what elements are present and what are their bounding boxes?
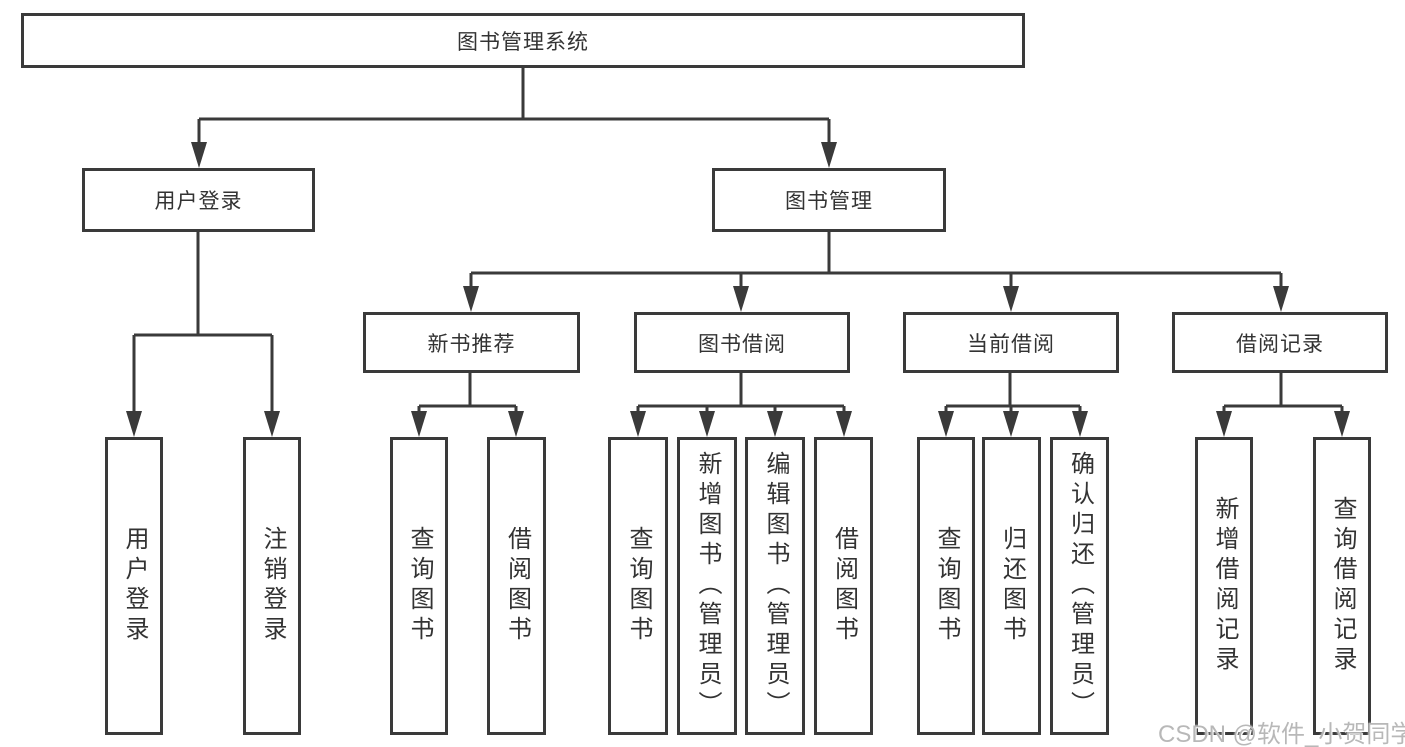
leaf-label: 查询借阅记录	[1329, 496, 1356, 676]
node-new-book-recommendation: 新书推荐	[363, 312, 580, 373]
leaf-label: 编辑图书（管理员）	[762, 451, 789, 721]
leaf-label: 借阅图书	[830, 526, 858, 646]
arrowhead	[767, 411, 783, 437]
arrowhead	[264, 411, 280, 437]
leaf-current-return-books: 归还图书	[982, 437, 1041, 735]
leaf-label: 查询图书	[933, 526, 960, 646]
edge-book-borrow-to-leaves	[636, 373, 846, 415]
arrowhead	[508, 411, 524, 437]
arrowhead	[699, 411, 715, 437]
leaf-borrow-query-books: 查询图书	[608, 437, 668, 735]
leaf-newrec-query-books: 查询图书	[390, 437, 448, 735]
leaf-borrow-edit-books-admin: 编辑图书（管理员）	[745, 437, 805, 735]
arrowhead	[463, 286, 479, 312]
arrowhead	[1003, 286, 1019, 312]
arrowhead	[733, 286, 749, 312]
edge-book-mgmt-to-level3	[469, 232, 1283, 290]
arrowhead	[1216, 411, 1232, 437]
edge-user-login-to-leaves	[132, 232, 274, 415]
arrowhead	[126, 411, 142, 437]
leaf-borrow-borrow-books: 借阅图书	[814, 437, 873, 735]
arrowhead	[630, 411, 646, 437]
leaf-label: 注销登录	[259, 526, 286, 646]
leaf-records-add-record: 新增借阅记录	[1195, 437, 1253, 735]
arrowhead	[1003, 411, 1019, 437]
arrowhead	[191, 142, 207, 168]
leaf-label: 查询图书	[625, 526, 652, 646]
arrowhead	[1334, 411, 1350, 437]
leaf-user-login: 用户登录	[105, 437, 163, 735]
leaf-current-confirm-return-admin: 确认归还（管理员）	[1050, 437, 1109, 735]
leaf-borrow-add-books-admin: 新增图书（管理员）	[677, 437, 737, 735]
leaf-label: 归还图书	[998, 526, 1026, 646]
leaf-logout: 注销登录	[243, 437, 301, 735]
edge-new-book-rec-to-leaves	[417, 373, 518, 415]
node-user-login: 用户登录	[82, 168, 315, 232]
leaf-newrec-borrow-books: 借阅图书	[487, 437, 546, 735]
leaf-label: 确认归还（管理员）	[1066, 451, 1094, 721]
csdn-watermark: CSDN @软件_小贺同学	[1158, 721, 1405, 747]
edge-borrow-records-to-leaves	[1222, 373, 1344, 415]
edge-current-borrow-to-leaves	[944, 373, 1082, 415]
leaf-label: 用户登录	[121, 526, 148, 646]
leaf-records-query-record: 查询借阅记录	[1313, 437, 1371, 735]
arrowhead	[1273, 286, 1289, 312]
node-current-borrowing: 当前借阅	[903, 312, 1119, 373]
leaf-label: 借阅图书	[503, 526, 531, 646]
arrowhead	[1072, 411, 1088, 437]
arrowhead	[821, 142, 837, 168]
arrowhead	[411, 411, 427, 437]
node-root: 图书管理系统	[21, 13, 1025, 68]
arrowhead	[938, 411, 954, 437]
leaf-current-query-books: 查询图书	[917, 437, 975, 735]
leaf-label: 新增图书（管理员）	[694, 451, 721, 721]
leaf-label: 新增借阅记录	[1211, 496, 1238, 676]
edge-root-to-level2	[197, 68, 831, 145]
node-book-borrowing: 图书借阅	[634, 312, 850, 373]
node-book-management: 图书管理	[712, 168, 946, 232]
node-borrowing-records: 借阅记录	[1172, 312, 1388, 373]
leaf-label: 查询图书	[406, 526, 433, 646]
arrowhead	[836, 411, 852, 437]
